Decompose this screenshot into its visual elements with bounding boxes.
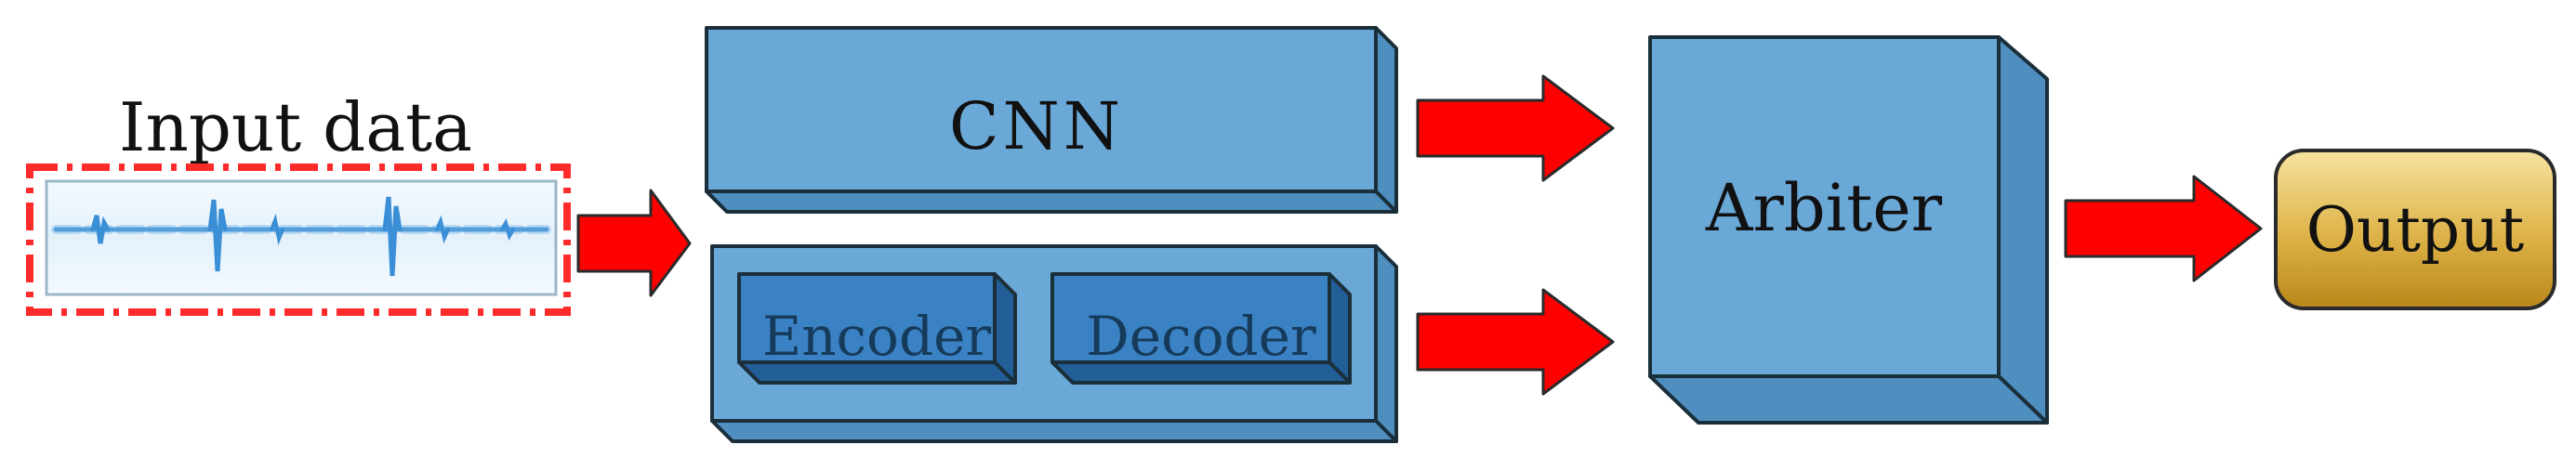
encoder-label: Encoder — [762, 305, 992, 368]
input-data-block: Input data — [26, 88, 571, 316]
decoder-label: Decoder — [1086, 305, 1316, 368]
output-box: Output — [2274, 149, 2556, 310]
arrow-autoencoder-to-arbiter — [1416, 288, 1615, 396]
encoder-box: Encoder — [737, 272, 1017, 385]
arrow-input-to-models — [576, 189, 692, 297]
decoder-box: Decoder — [1050, 272, 1352, 385]
cnn-label: CNN — [949, 88, 1124, 164]
autoencoder-box: Encoder Decoder — [710, 244, 1398, 443]
input-data-label: Input data — [119, 88, 472, 166]
arbiter-box: Arbiter — [1648, 35, 2049, 425]
waveform-panel — [45, 179, 558, 296]
arbiter-label: Arbiter — [1705, 170, 1943, 246]
arrow-cnn-to-arbiter — [1416, 74, 1615, 182]
input-selection-border — [26, 164, 571, 316]
output-label: Output — [2306, 194, 2524, 266]
waveform-icon — [51, 196, 551, 277]
arrow-arbiter-to-output — [2064, 175, 2263, 282]
cnn-box: CNN — [705, 26, 1398, 214]
